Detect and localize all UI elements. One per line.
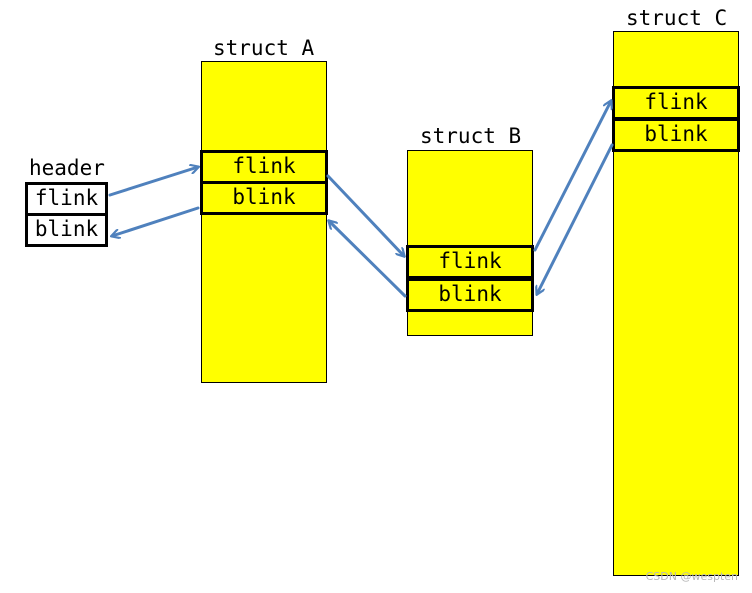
arrow-header-flink-to-a — [108, 167, 198, 197]
header-title: header — [29, 156, 105, 180]
watermark: CSDN @wespten — [645, 570, 738, 583]
arrow-a-flink-to-b — [326, 174, 404, 256]
struct-a-box — [201, 61, 327, 383]
struct-a-title: struct A — [213, 36, 315, 60]
header-blink-field: blink — [25, 213, 108, 247]
struct-b-flink-field: flink — [406, 245, 534, 279]
arrow-b-blink-to-a — [329, 221, 407, 298]
arrow-a-blink-to-header — [112, 206, 200, 236]
header-flink-field: flink — [25, 182, 108, 216]
struct-c-blink-field: blink — [612, 118, 740, 152]
arrow-c-blink-to-b — [537, 143, 614, 294]
arrow-b-flink-to-c — [533, 101, 611, 252]
struct-c-flink-field: flink — [612, 86, 740, 120]
struct-a-blink-field: blink — [200, 181, 328, 215]
struct-c-title: struct C — [626, 6, 728, 30]
struct-b-blink-field: blink — [406, 278, 534, 312]
struct-b-title: struct B — [420, 124, 522, 148]
